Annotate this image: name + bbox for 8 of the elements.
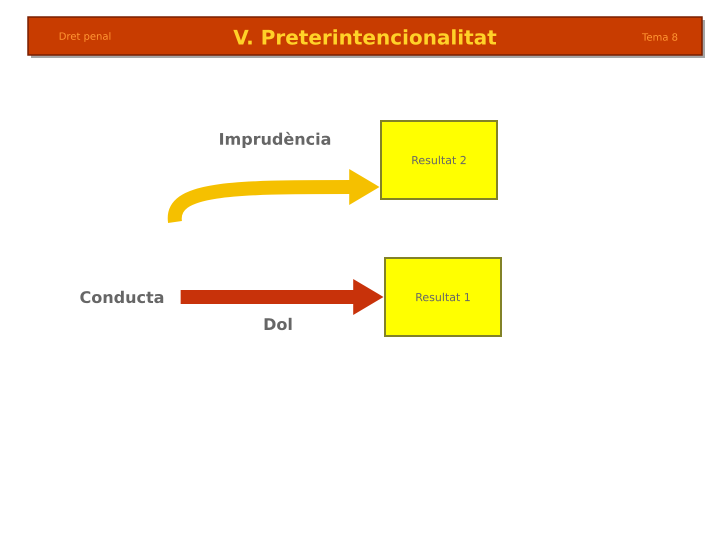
title: V. Preterintencionalitat xyxy=(233,29,496,45)
header-text: Tema 8 xyxy=(642,33,678,41)
edge-label: Imprudència xyxy=(220,132,330,148)
node-text: Conducta xyxy=(80,290,164,304)
edge-label: Dol xyxy=(264,318,292,330)
result-box: Resultat 1 xyxy=(384,257,502,337)
result-box: Resultat 2 xyxy=(380,120,498,200)
header-text: Dret penal xyxy=(60,32,110,42)
